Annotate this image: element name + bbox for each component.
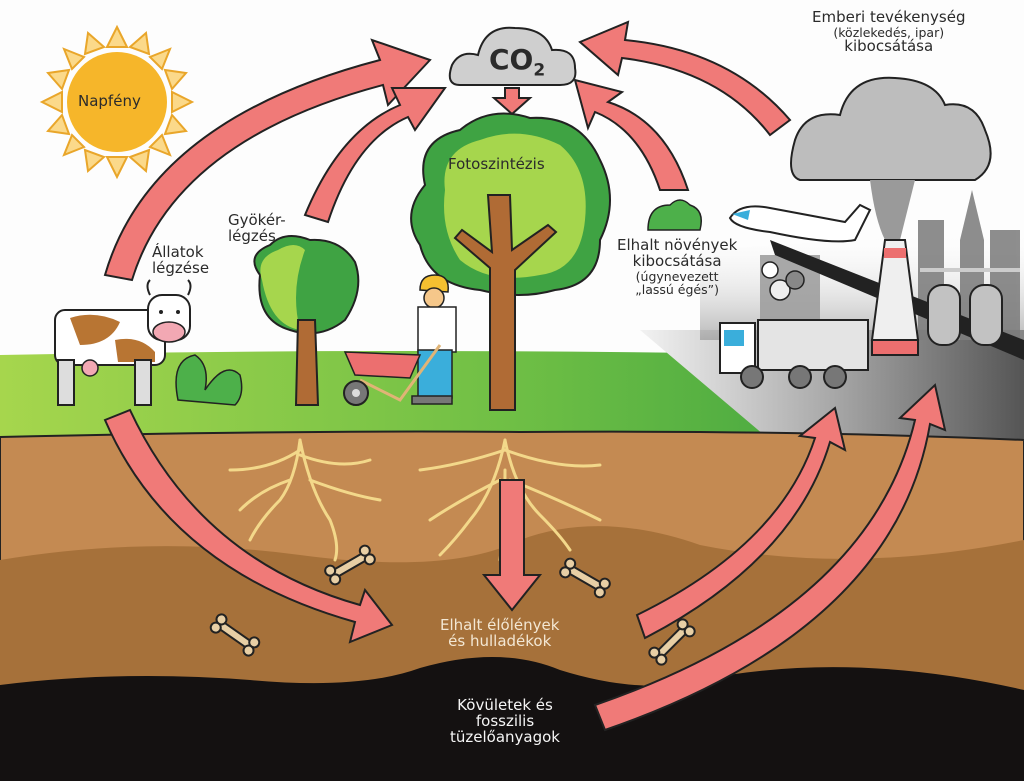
fossil-layer: [0, 656, 1024, 781]
arrow-fossil-to-industry: [593, 383, 947, 732]
arrow-animal-respiration: [103, 38, 432, 282]
cow-icon: [54, 279, 192, 406]
arrows: [103, 20, 947, 732]
bone-icon: [648, 618, 696, 666]
human-activity-label: Emberi tevékenység (közlekedés, ipar) ki…: [812, 8, 966, 55]
arrow-root-respiration: [303, 87, 447, 224]
arrow-human-activity: [578, 20, 792, 137]
factory-chimney-icon: [870, 239, 920, 356]
arrow-co2-down: [491, 87, 533, 116]
bush-icon: [647, 199, 702, 231]
smog-cloud-icon: [790, 76, 992, 240]
sun-icon: [39, 24, 195, 180]
roots-icon: [228, 438, 602, 562]
arrow-roots-down: [481, 479, 543, 612]
photosynthesis-label: Fotoszintézis: [448, 155, 545, 173]
arrow-dead-to-industry: [635, 406, 847, 640]
sun-label: Napfény: [78, 92, 141, 110]
bone-icon: [559, 557, 611, 599]
storage-tank-icon: [920, 268, 1020, 346]
bones: [209, 544, 696, 666]
arrow-dead-plants: [573, 78, 690, 191]
dead-organisms-label: Elhalt élőlények és hulladékok: [440, 616, 560, 650]
co2-cloud-icon: [448, 26, 577, 86]
truck-icon: [719, 261, 869, 389]
fossils-label: Kövületek és fosszilis tüzelőanyagok: [450, 696, 560, 746]
worker-icon: [411, 274, 457, 405]
bone-icon: [324, 544, 376, 586]
bone-icon: [209, 613, 261, 657]
dead-plants-label: Elhalt növények kibocsátása (úgynevezett…: [617, 236, 738, 297]
co2-label: CO2: [489, 43, 546, 81]
bush-icon: [175, 354, 243, 406]
wheelbarrow-icon: [343, 344, 442, 406]
small-tree-icon: [253, 235, 360, 406]
tree-icon: [410, 112, 611, 411]
root-respiration-label: Gyökér-légzés: [228, 211, 286, 245]
arrow-to-dead-organisms: [103, 408, 394, 644]
